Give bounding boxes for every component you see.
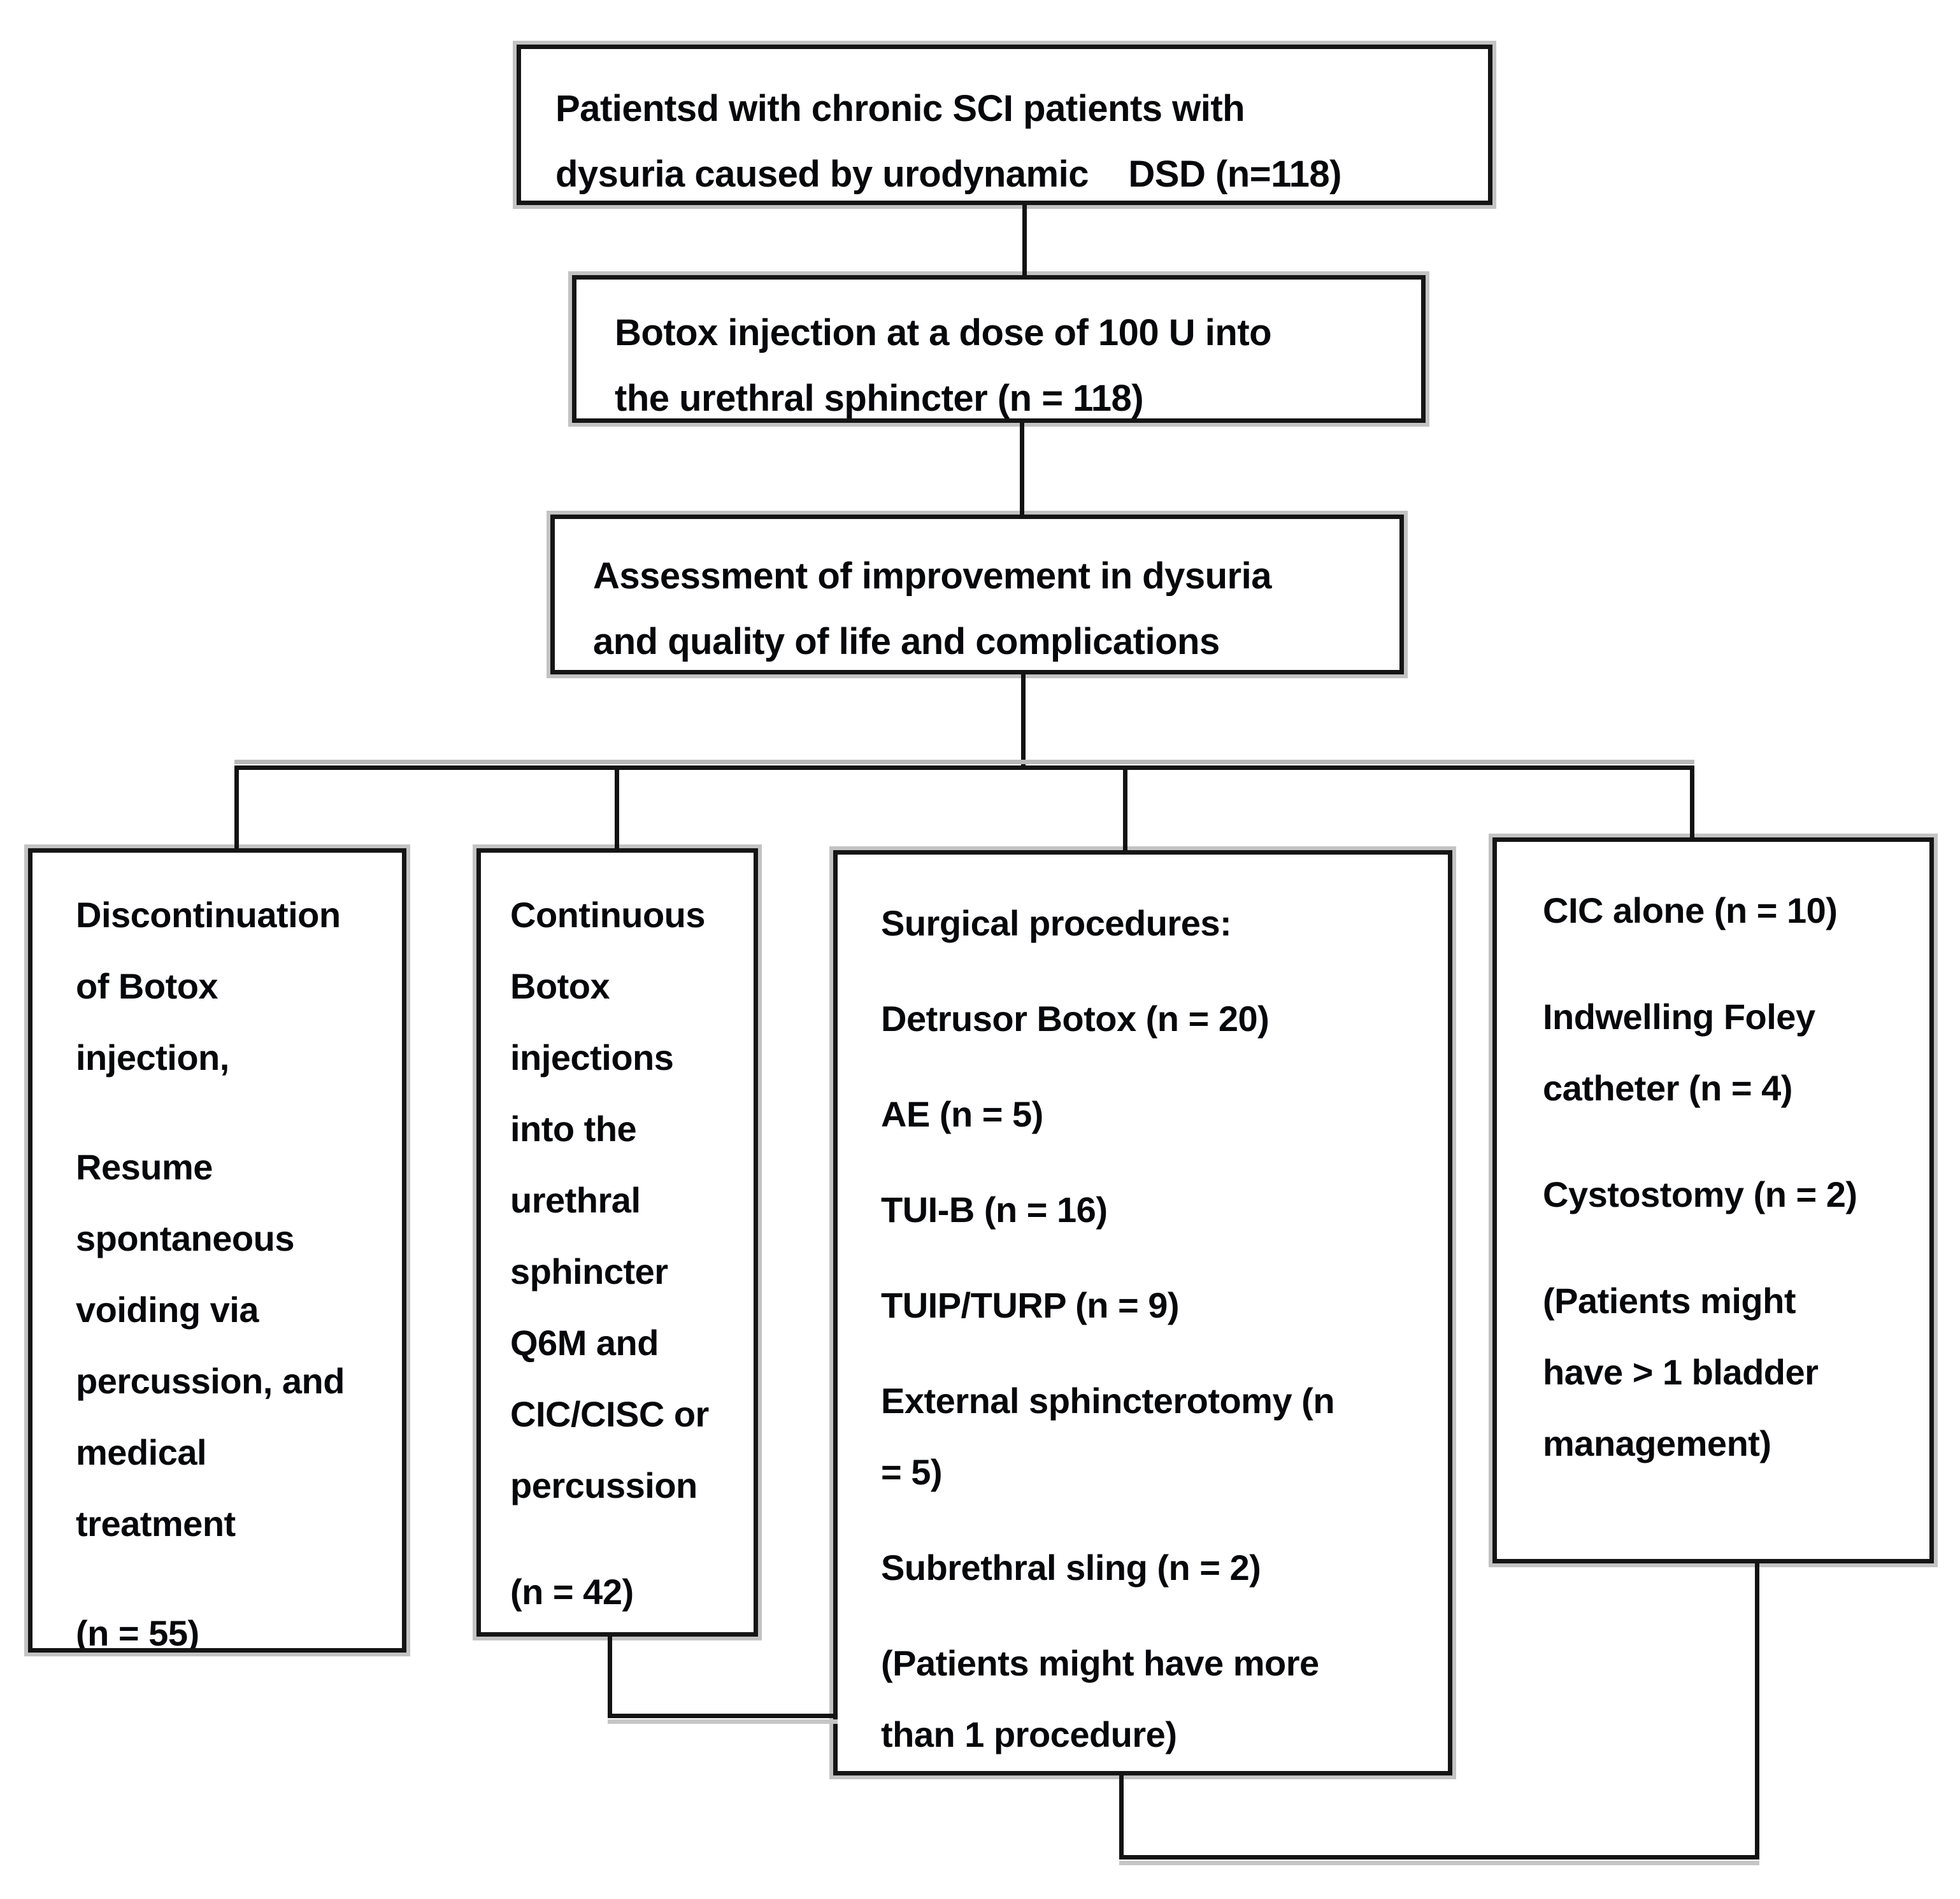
connector-botox-to-assessment [1020,423,1024,515]
box-text-line: Detrusor Botox (n = 20) [881,999,1270,1039]
box-text-line: (n = 55) [76,1613,199,1653]
connector-branch-horizontal [234,765,1694,770]
box-text-line: External sphincterotomy (n = 5) [881,1381,1335,1492]
box-assessment: Assessment of improvement in dysuria and … [547,511,1408,678]
connector-bottom-horizontal [1119,1855,1759,1860]
box-text-line: Surgical procedures: [881,903,1232,943]
box-text-line: Discontinuation of Botox injection, [76,895,341,1078]
box-text-line: the urethral sphincter (n = 118) [615,378,1144,419]
connector-assessment-to-branch [1021,674,1026,769]
connector-bladder-down [1755,1562,1759,1860]
box-text-line: Resume spontaneous voiding via percussio… [76,1147,345,1544]
box-text-line: TUIP/TURP (n = 9) [881,1285,1180,1325]
connector-surgical-down [1119,1774,1124,1860]
connector-drop-bladder [1690,765,1694,837]
connector-drop-discontinuation [234,765,239,848]
box-text-line: AE (n = 5) [881,1094,1043,1134]
box-text-line: Subrethral sling (n = 2) [881,1547,1261,1588]
box-text-line: Indwelling Foley catheter (n = 4) [1543,997,1815,1108]
connector-drop-surgical [1123,765,1127,850]
box-text-line: dysuria caused by urodynamic DSD (n=118) [555,153,1342,195]
connector-patients-to-botox [1022,205,1027,275]
box-text-line: (Patients might have more than 1 procedu… [881,1643,1319,1754]
box-text-line: and quality of life and complications [593,621,1220,662]
box-text-line: (n = 42) [510,1572,634,1612]
box-text-line: Patientsd with chronic SCI patients with [555,88,1245,129]
box-text-line: TUI-B (n = 16) [881,1190,1108,1230]
connector-continuous-down [608,1635,612,1718]
box-text-line: (Patients might have > 1 bladder managem… [1543,1281,1819,1463]
box-discontinuation: Discontinuation of Botox injection, Resum… [24,844,410,1656]
box-text-line: Botox injection at a dose of 100 U into [615,312,1272,353]
connector-continuous-to-surgical [608,1714,838,1718]
box-text-line: Assessment of improvement in dysuria [593,555,1272,597]
box-bladder-management: CIC alone (n = 10) Indwelling Foley cathe… [1489,834,1938,1567]
connector-drop-continuous [615,765,619,848]
box-continuous-botox: Continuous Botox injections into the ure… [473,844,762,1640]
box-botox-injection: Botox injection at a dose of 100 U into t… [568,271,1429,427]
box-surgical-procedures: Surgical procedures: Detrusor Botox (n = … [829,846,1456,1779]
box-text-line: Continuous Botox injections into the ure… [510,895,709,1505]
box-text-line: Cystostomy (n = 2) [1543,1174,1857,1214]
box-patients-chronic-sci: Patientsd with chronic SCI patients with… [513,41,1496,209]
box-text-line: CIC alone (n = 10) [1543,890,1838,930]
